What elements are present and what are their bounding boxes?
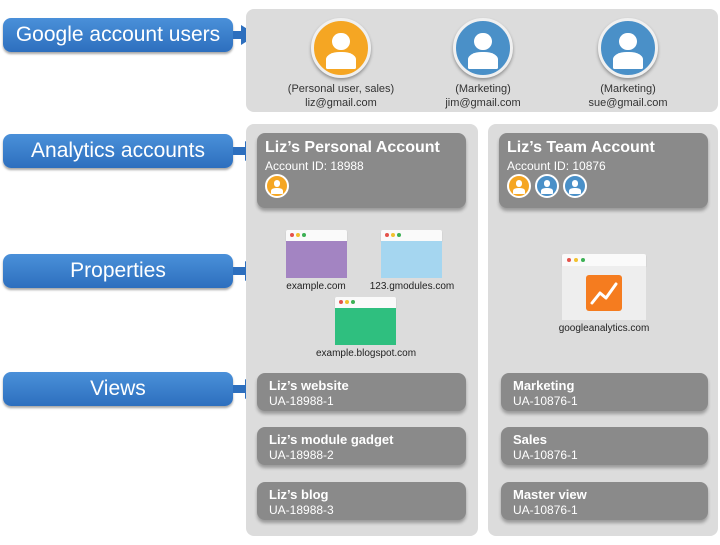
- account-name: Liz’s Personal Account: [265, 139, 440, 156]
- user-email: jim@gmail.com: [445, 97, 521, 109]
- account-id: Account ID: 10876: [507, 159, 606, 173]
- property-label: 123.gmodules.com: [369, 281, 455, 292]
- arrow-shaft: [233, 147, 245, 155]
- view-id: UA-10876-1: [513, 448, 578, 462]
- user-role: (Personal user, sales): [287, 83, 395, 95]
- label-analytics-accounts: Analytics accounts: [3, 134, 263, 168]
- view-id: UA-18988-2: [269, 448, 334, 462]
- user-email: liz@gmail.com: [305, 97, 377, 109]
- view-name: Liz’s website: [269, 378, 349, 393]
- property-label: googleanalytics.com: [558, 323, 650, 334]
- user-email: sue@gmail.com: [588, 97, 668, 109]
- browser-window-icon: [381, 230, 442, 278]
- person-icon: [265, 174, 289, 198]
- browser-window-icon: [286, 230, 347, 278]
- user-role: (Marketing): [600, 83, 656, 95]
- view-name: Master view: [513, 487, 587, 502]
- user-role: (Marketing): [455, 83, 511, 95]
- account-id: Account ID: 18988: [265, 159, 364, 173]
- view-id: UA-18988-1: [269, 394, 334, 408]
- browser-window-icon: [335, 297, 396, 345]
- label-google-account-users: Google account users: [3, 18, 258, 52]
- view-name: Liz’s module gadget: [269, 432, 394, 447]
- person-icon: [453, 18, 513, 78]
- arrow-shaft: [233, 267, 245, 275]
- view-row: Marketing UA-10876-1: [501, 373, 708, 411]
- arrow-shaft: [233, 385, 245, 393]
- view-name: Liz’s blog: [269, 487, 329, 502]
- account-card-team: Liz’s Team Account Account ID: 10876: [499, 133, 708, 208]
- label-views: Views: [3, 372, 263, 406]
- account-name: Liz’s Team Account: [507, 139, 655, 156]
- label-pill: Analytics accounts: [3, 134, 233, 168]
- person-icon: [598, 18, 658, 78]
- account-card-personal: Liz’s Personal Account Account ID: 18988: [257, 133, 466, 208]
- view-row: Liz’s website UA-18988-1: [257, 373, 466, 411]
- view-row: Sales UA-10876-1: [501, 427, 708, 465]
- view-name: Marketing: [513, 378, 575, 393]
- user-jim: (Marketing) jim@gmail.com: [408, 18, 558, 109]
- view-id: UA-18988-3: [269, 503, 334, 517]
- person-icon: [507, 174, 531, 198]
- analytics-chart-icon: [586, 275, 622, 311]
- user-liz: (Personal user, sales) liz@gmail.com: [266, 18, 416, 109]
- view-id: UA-10876-1: [513, 394, 578, 408]
- view-row: Master view UA-10876-1: [501, 482, 708, 520]
- person-icon: [535, 174, 559, 198]
- label-pill: Properties: [3, 254, 233, 288]
- view-row: Liz’s blog UA-18988-3: [257, 482, 466, 520]
- label-pill: Views: [3, 372, 233, 406]
- view-id: UA-10876-1: [513, 503, 578, 517]
- arrow-shaft: [233, 31, 241, 39]
- view-name: Sales: [513, 432, 547, 447]
- property-label: example.blogspot.com: [315, 348, 417, 359]
- label-pill: Google account users: [3, 18, 233, 52]
- view-row: Liz’s module gadget UA-18988-2: [257, 427, 466, 465]
- property-label: example.com: [286, 281, 346, 292]
- person-icon: [311, 18, 371, 78]
- user-sue: (Marketing) sue@gmail.com: [553, 18, 703, 109]
- label-properties: Properties: [3, 254, 263, 288]
- browser-window-icon: [562, 254, 646, 320]
- person-icon: [563, 174, 587, 198]
